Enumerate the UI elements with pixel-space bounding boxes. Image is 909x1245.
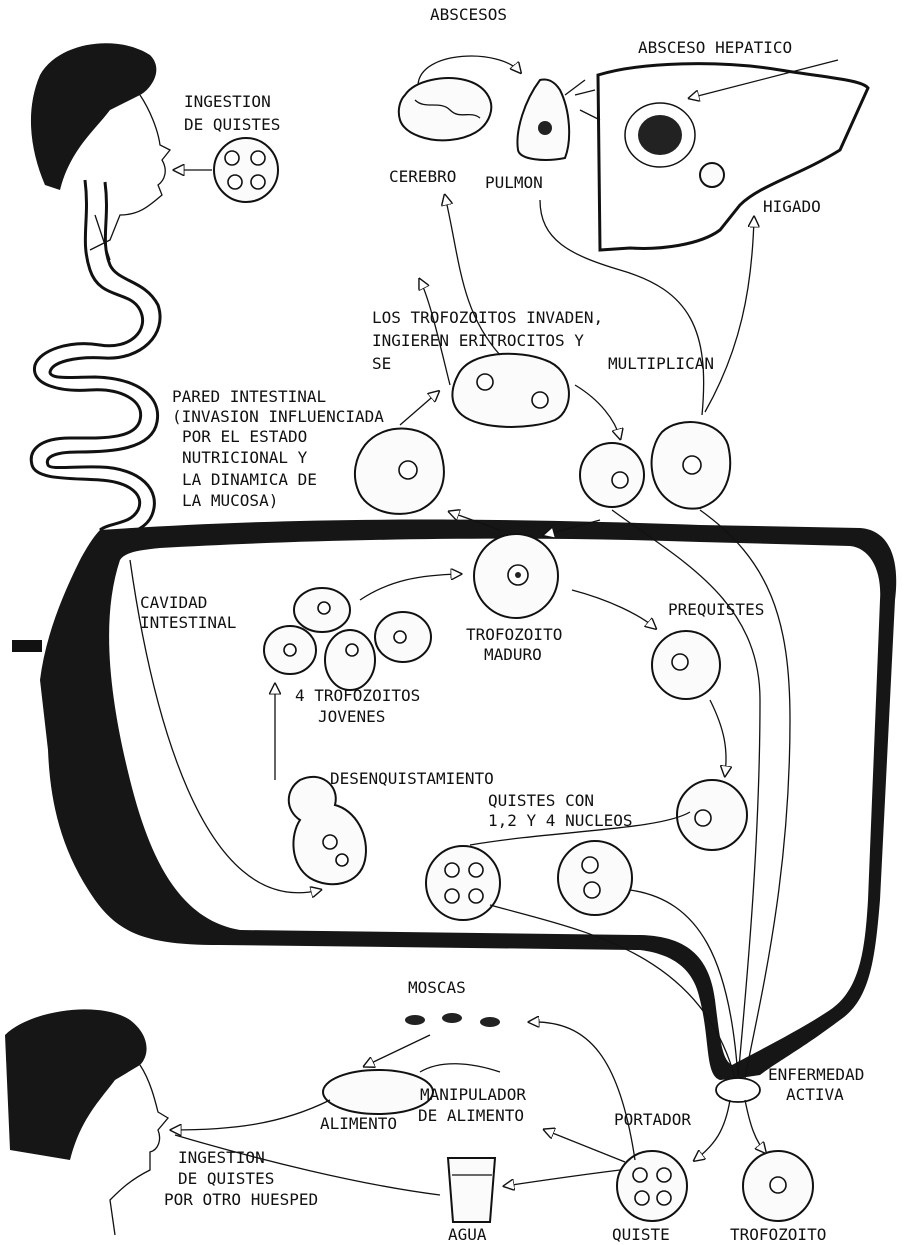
label-abscesos: ABSCESOS xyxy=(430,5,507,24)
trophozoite-bottom xyxy=(743,1151,813,1221)
mature-trophozoite xyxy=(474,534,558,618)
cyst-4-nuclei xyxy=(426,846,500,920)
label-quistes-con-2: 1,2 Y 4 NUCLEOS xyxy=(488,811,633,830)
trophozoite-dividing xyxy=(452,354,569,427)
label-prequistes: PREQUISTES xyxy=(668,600,764,619)
label-pared-3: POR EL ESTADO xyxy=(182,427,307,446)
human-head-top xyxy=(31,43,170,260)
human-head-bottom xyxy=(5,1009,168,1235)
label-pared-2: (INVASION INFLUENCIADA xyxy=(172,407,384,426)
label-moscas: MOSCAS xyxy=(408,978,466,997)
label-invaden-2: INGIEREN ERITROCITOS Y xyxy=(372,331,584,350)
cyst-ingested-top xyxy=(214,138,278,202)
label-pulmon: PULMON xyxy=(485,173,543,192)
label-pared-6: LA MUCOSA) xyxy=(182,491,278,510)
label-ingestion-otro-2: DE QUISTES xyxy=(178,1169,274,1188)
cyst-1-nucleus xyxy=(677,780,747,850)
young-trophozoites xyxy=(264,588,431,690)
active-disease-ring xyxy=(716,1078,760,1102)
label-enfermedad-2: ACTIVA xyxy=(786,1085,844,1104)
label-agua: AGUA xyxy=(448,1225,487,1244)
brain-drawing xyxy=(399,78,491,140)
label-enfermedad-1: ENFERMEDAD xyxy=(768,1065,864,1084)
label-quiste: QUISTE xyxy=(612,1225,670,1244)
label-alimento: ALIMENTO xyxy=(320,1114,397,1133)
label-trofozoito-maduro-1: TROFOZOITO xyxy=(466,625,562,644)
label-pared-5: LA DINAMICA DE xyxy=(182,470,317,489)
lung-drawing xyxy=(517,79,600,159)
label-trofozoito-maduro-2: MADURO xyxy=(484,645,542,664)
label-jovenes-1: 4 TROFOZOITOS xyxy=(295,686,420,705)
trophozoite-invading-2 xyxy=(652,422,731,509)
excysting-cyst xyxy=(289,777,366,884)
label-desenquistamiento: DESENQUISTAMIENTO xyxy=(330,769,494,788)
precyst xyxy=(652,631,720,699)
label-trofozoito: TROFOZOITO xyxy=(730,1225,826,1244)
label-invaden-3b: MULTIPLICAN xyxy=(608,354,714,373)
label-ingestion-quistes-1: INGESTION xyxy=(184,92,271,111)
trophozoite-wall-left xyxy=(355,429,444,514)
label-ingestion-otro-3: POR OTRO HUESPED xyxy=(164,1190,318,1209)
label-cavidad-2: INTESTINAL xyxy=(140,613,236,632)
label-cerebro: CEREBRO xyxy=(389,167,456,186)
label-cavidad-1: CAVIDAD xyxy=(140,593,207,612)
label-higado: HIGADO xyxy=(763,197,821,216)
liver-drawing xyxy=(598,64,868,250)
label-ingestion-quistes-2: DE QUISTES xyxy=(184,115,280,134)
label-manipulador-1: MANIPULADOR xyxy=(420,1085,526,1104)
water-glass-drawing xyxy=(448,1158,495,1222)
label-jovenes-2: JOVENES xyxy=(318,707,385,726)
label-quistes-con-1: QUISTES CON xyxy=(488,791,594,810)
label-pared-4: NUTRICIONAL Y xyxy=(182,448,308,467)
label-manipulador-2: DE ALIMENTO xyxy=(418,1106,524,1125)
trophozoite-invading-1 xyxy=(580,443,644,507)
label-pared-1: PARED INTESTINAL xyxy=(172,387,326,406)
label-invaden-3a: SE xyxy=(372,354,391,373)
cyst-2-nuclei xyxy=(558,841,632,915)
label-portador: PORTADOR xyxy=(614,1110,691,1129)
label-ingestion-otro-1: INGESTION xyxy=(178,1148,265,1167)
label-absceso-hepatico: ABSCESO HEPATICO xyxy=(638,38,792,57)
cyst-bottom xyxy=(617,1151,687,1221)
label-invaden-1: LOS TROFOZOITOS INVADEN, xyxy=(372,308,603,327)
flies-drawing xyxy=(405,1013,500,1027)
